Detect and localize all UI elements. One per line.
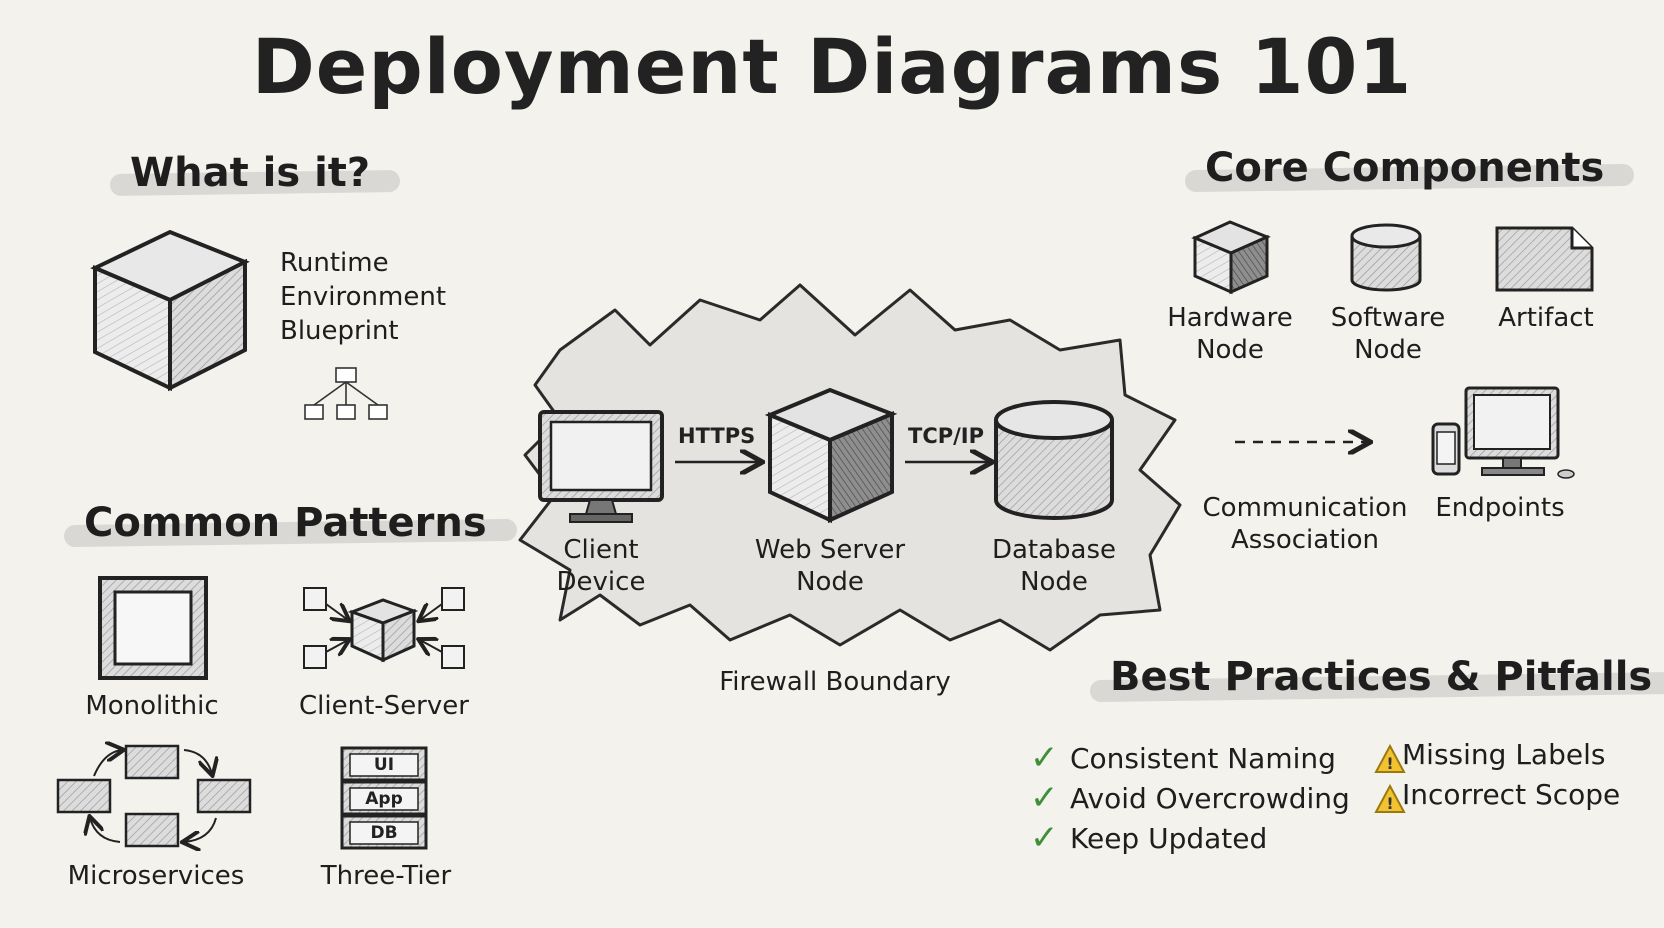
check-icon: ✓ <box>1030 818 1059 858</box>
check-icon: ✓ <box>1030 738 1059 778</box>
hierarchy-icon <box>304 367 388 420</box>
microservices-cycle-icon <box>56 746 252 846</box>
hardware-node-cube-icon <box>1191 220 1271 295</box>
page-title: Deployment Diagrams 101 <box>251 22 1413 111</box>
tcpip-label: TCP/IP <box>908 424 985 448</box>
what-cube-icon <box>90 229 250 392</box>
common-patterns-heading: Common Patterns <box>63 500 517 548</box>
what-is-it-heading: What is it? <box>109 150 401 197</box>
monolithic-square-icon <box>98 576 208 680</box>
endpoints-label: Endpoints <box>1435 493 1565 523</box>
artifact-document-icon <box>1495 226 1594 292</box>
software-node-cylinder-icon <box>1350 223 1422 292</box>
good-practice-item: ✓Keep Updated <box>1030 818 1268 858</box>
best-practices-heading: Best Practices & Pitfalls <box>1089 654 1664 703</box>
good-practice-item: ✓Avoid Overcrowding <box>1030 778 1350 818</box>
client-server-hub-icon <box>303 587 465 669</box>
warning-icon: ! <box>1374 783 1406 813</box>
pitfall-item: Missing Labels <box>1402 738 1606 771</box>
client-server-label: Client-Server <box>299 691 469 721</box>
what-line: Runtime <box>280 248 389 278</box>
endpoints-desktop-phone-icon <box>1431 386 1575 479</box>
pitfall-item: Incorrect Scope <box>1402 778 1621 811</box>
three-tier-stack-icon <box>340 746 428 850</box>
tier-db-label: DB <box>370 823 398 843</box>
firewall-boundary-label: Firewall Boundary <box>719 667 951 697</box>
tier-app-label: App <box>365 789 403 809</box>
what-line: Blueprint <box>280 316 399 346</box>
monolithic-label: Monolithic <box>85 691 219 721</box>
what-is-it-text: Runtime Environment Blueprint <box>280 246 446 348</box>
software-node-label: Software Node <box>1330 303 1446 365</box>
good-practice-item: ✓Consistent Naming <box>1030 738 1336 778</box>
svg-text:!: ! <box>1386 794 1393 813</box>
client-device-label: Client Device <box>556 535 646 597</box>
check-icon: ✓ <box>1030 778 1059 818</box>
communication-label: Communication Association <box>1202 493 1408 555</box>
database-cylinder-icon <box>994 400 1114 520</box>
what-line: Environment <box>280 282 447 312</box>
microservices-label: Microservices <box>67 861 245 891</box>
artifact-label: Artifact <box>1498 303 1594 333</box>
svg-text:!: ! <box>1386 754 1393 773</box>
web-server-label: Web Server Node <box>754 535 906 597</box>
https-label: HTTPS <box>678 424 756 448</box>
tier-ui-label: UI <box>373 755 395 775</box>
core-components-heading: Core Components <box>1184 145 1635 193</box>
warning-icon: ! <box>1374 743 1406 773</box>
three-tier-label: Three-Tier <box>320 861 452 891</box>
web-server-cube-icon <box>764 387 898 524</box>
database-node-label: Database Node <box>991 535 1117 597</box>
client-monitor-icon <box>538 410 664 523</box>
hardware-node-label: Hardware Node <box>1167 303 1293 365</box>
